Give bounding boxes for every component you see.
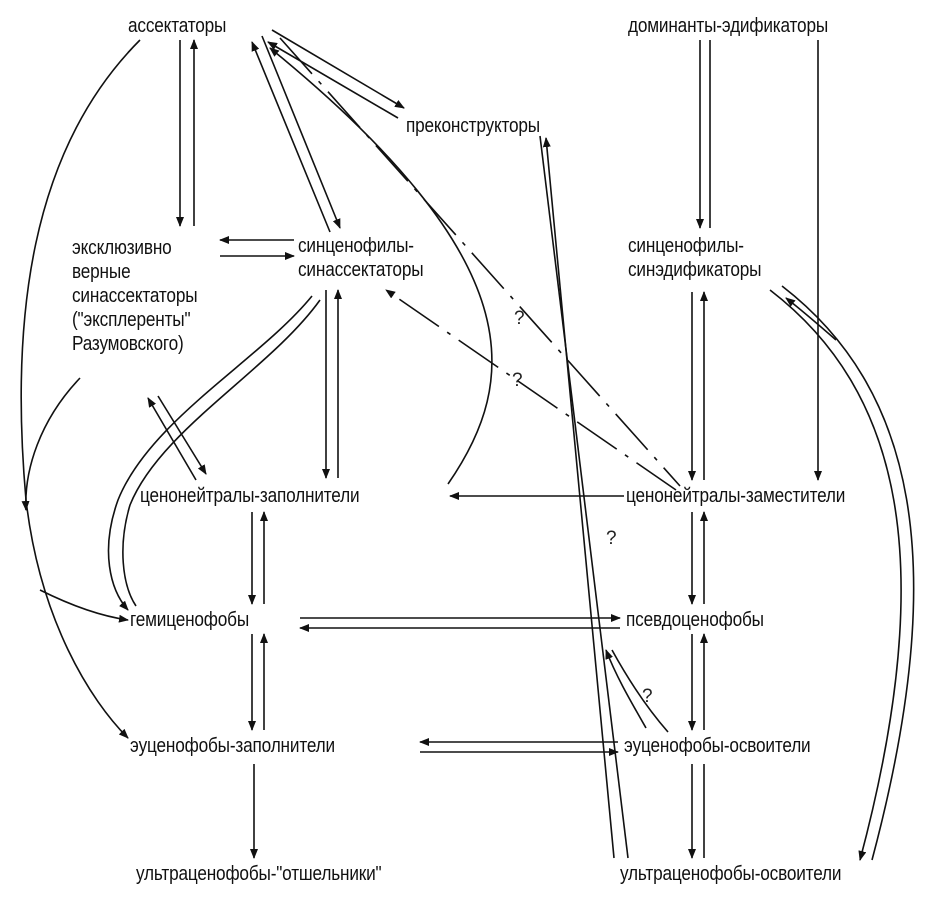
- edge-sincen-to-gemi-a: [107, 295, 313, 611]
- edge-eksklyuz-to-cenon-zap: [157, 395, 207, 475]
- node-sincenofily-sinassektatory: синценофилы- синассектаторы: [298, 234, 424, 282]
- edge-euceno-osv-to-pseudo: [605, 649, 647, 729]
- node-ultracenofoby-otshelniki: ультраценофобы-"отшельники": [136, 863, 382, 885]
- edge-sinedif-to-ultra-osv-b: [781, 285, 915, 861]
- node-assektatory: ассектаторы: [128, 15, 227, 37]
- node-psevdocenofoby: псевдоценофобы: [626, 609, 764, 631]
- node-sinassekt-line-1: синценофилы-: [298, 235, 414, 257]
- node-sinassekt-line-2: синассектаторы: [298, 259, 424, 281]
- node-gemicenofoby: гемиценофобы: [130, 609, 250, 631]
- edge-prekon-to-assekt: [267, 41, 399, 119]
- edge-assekt-to-euceno-zap: [20, 39, 141, 739]
- node-eucenofoby-zapolniteli: эуценофобы-заполнители: [130, 735, 335, 757]
- node-ultracenofoby-osvoiteli: ультраценофобы-освоители: [620, 863, 842, 885]
- node-eksklyuzivno-line-4: ("эксплеренты": [72, 309, 191, 331]
- node-eksklyuzivno-line-2: верные: [72, 261, 131, 283]
- node-eucenofoby-osvoiteli: эуценофобы-освоители: [624, 735, 811, 757]
- question-mark-1: ?: [514, 308, 525, 329]
- edge-eksklyuz-to-gemi: [21, 377, 81, 511]
- node-dominanty-edifikatory: доминанты-эдификаторы: [628, 15, 829, 37]
- edge-prekon-to-ultra-osv-a: [539, 135, 629, 859]
- node-sincenofily-sinedifikatory: синценофилы- синэдификаторы: [628, 234, 762, 282]
- node-eksklyuzivno-vernye: эксклюзивно верные синассектаторы ("эксп…: [72, 236, 198, 356]
- question-mark-3: ?: [606, 528, 617, 549]
- edge-sincen-to-assekt: [251, 41, 331, 233]
- edge-dashed-cenon-zam-to-sincen: [385, 289, 677, 491]
- edge-sinedif-to-ultra-osv-a: [769, 289, 902, 861]
- question-mark-2: ?: [512, 370, 523, 391]
- edge-cenon-zap-to-eksklyuz: [147, 397, 197, 481]
- node-sinedif-line-1: синценофилы-: [628, 235, 744, 257]
- edge-left-to-gemi: [39, 589, 129, 623]
- edge-sincen-to-gemi-b: [122, 299, 321, 607]
- question-mark-4: ?: [642, 686, 653, 707]
- edge-pseudo-to-euceno-osv: [611, 649, 669, 733]
- edge-ultra-osv-to-prekon: [542, 137, 615, 859]
- node-eksklyuzivno-line-3: синассектаторы: [72, 285, 198, 307]
- edge-sinedif-to-cenon-zam-back: [785, 297, 837, 341]
- node-cenoneitraly-zamestiteli: ценонейтралы-заместители: [626, 485, 846, 507]
- node-eksklyuzivno-line-1: эксклюзивно: [72, 237, 172, 259]
- node-cenoneitraly-zapolniteli: ценонейтралы-заполнители: [140, 485, 360, 507]
- node-eksklyuzivno-line-5: Разумовского): [72, 333, 184, 355]
- edge-assekt-to-sincen: [261, 35, 341, 229]
- node-sinedif-line-2: синэдификаторы: [628, 259, 762, 281]
- node-prekonstruktory: преконструкторы: [406, 115, 540, 137]
- edge-assekt-to-prekon: [271, 29, 405, 109]
- edge-cenon-zap-to-assekt: [269, 47, 493, 485]
- edge-dashed-assekt-to-cenon-zam: [279, 37, 681, 487]
